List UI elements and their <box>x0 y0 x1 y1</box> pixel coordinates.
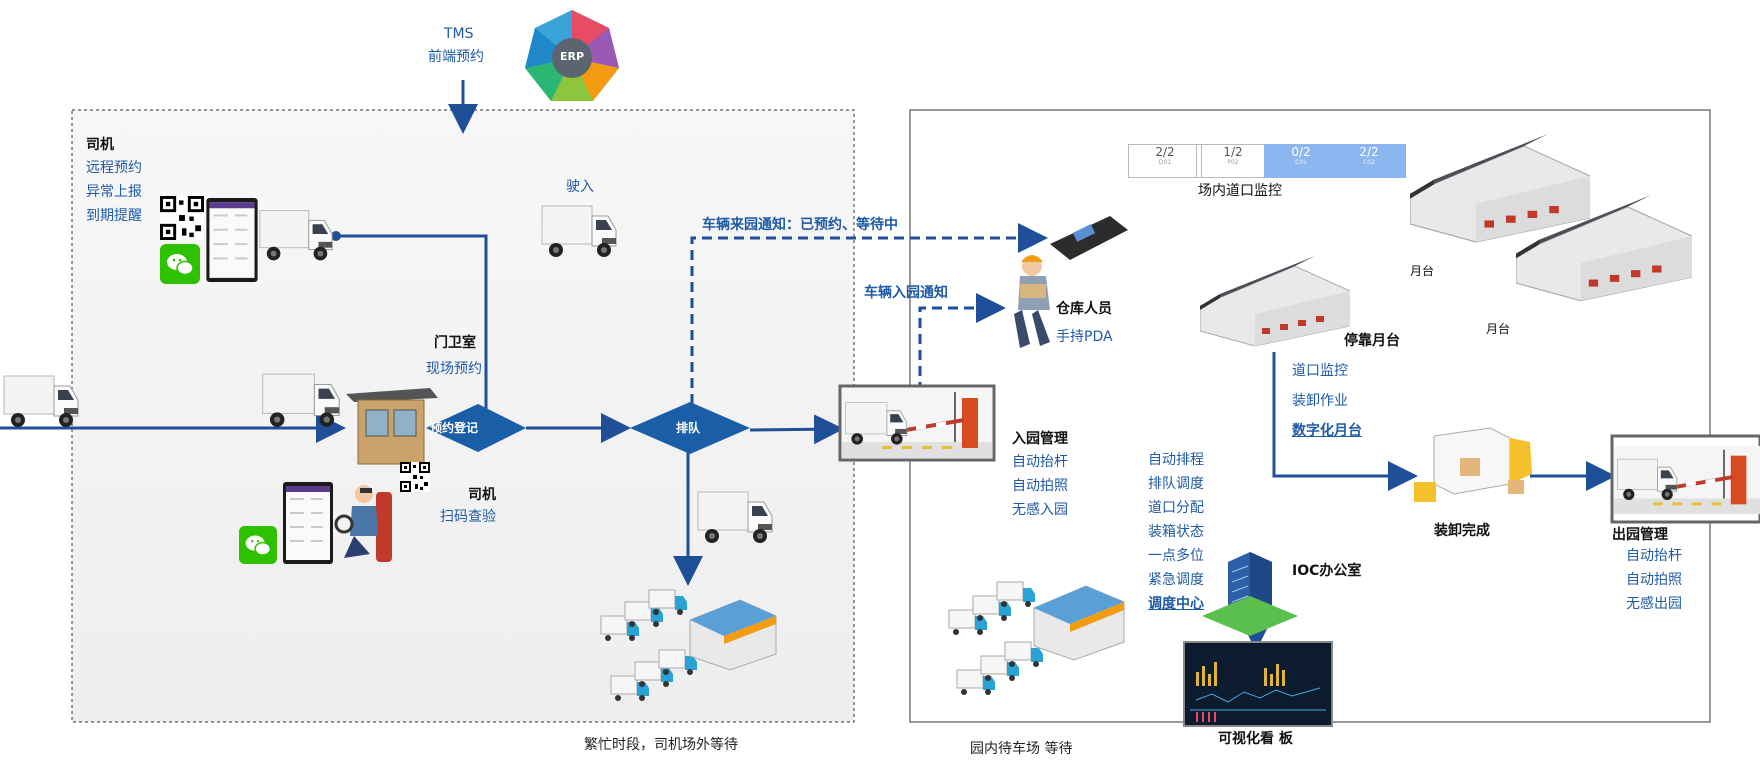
parking-title: 停靠月台 <box>1344 333 1400 349</box>
exit-feature-item: 自动抬杆 <box>1626 548 1682 564</box>
entry-feature-item: 无感入园 <box>1012 502 1068 518</box>
entry-title: 入园管理 <box>1012 431 1068 447</box>
dispatch-features: 自动排程 排队调度 道口分配 装箱状态 一点多位 紧急调度 调度中心 <box>1148 448 1204 616</box>
gate-room-sub: 现场预约 <box>426 361 482 377</box>
exit-feature-item: 自动拍照 <box>1626 572 1682 588</box>
dispatch-item: 道口分配 <box>1148 500 1204 516</box>
driver-feature-item: 到期提醒 <box>86 208 142 224</box>
dispatch-item: 自动排程 <box>1148 452 1204 468</box>
loading-scene <box>1414 427 1532 502</box>
inside-wait-caption: 园内待车场 等待 <box>970 741 1073 757</box>
driver-bottom-sub: 扫码查验 <box>440 509 496 525</box>
dashboard-screen <box>1183 641 1333 727</box>
driver-top-title: 司机 <box>86 137 114 153</box>
arrival-notice-label: 车辆来园通知：已预约、等待中 <box>702 217 898 233</box>
dispatch-center-link[interactable]: 调度中心 <box>1148 596 1204 612</box>
register-diamond-label: 预约登记 <box>430 421 479 435</box>
staff-sub: 手持PDA <box>1056 329 1113 345</box>
warehouse-staff <box>1014 216 1128 348</box>
dispatch-item: 装箱状态 <box>1148 524 1204 540</box>
parking-item: 道口监控 <box>1292 363 1348 379</box>
erp-text: ERP <box>560 50 585 63</box>
prebook-label: 前端预约 <box>428 49 484 65</box>
entry-feature-item: 自动抬杆 <box>1012 454 1068 470</box>
staff-title: 仓库人员 <box>1056 301 1112 317</box>
inside-parking-lot <box>948 581 1125 696</box>
queue-diamond-label: 排队 <box>676 421 701 435</box>
exit-feature-item: 无感出园 <box>1626 596 1682 612</box>
digital-platform-link[interactable]: 数字化月台 <box>1292 423 1362 439</box>
board-label: 可视化看 板 <box>1218 731 1293 747</box>
exit-title: 出园管理 <box>1612 527 1668 543</box>
dock-monitor-label: 场内道口监控 <box>1198 183 1282 199</box>
dispatch-item: 一点多位 <box>1148 548 1204 564</box>
parking-item: 装卸作业 <box>1292 393 1348 409</box>
platform-label: 月台 <box>1410 264 1435 278</box>
enter-label: 驶入 <box>566 179 594 195</box>
outside-parking-lot <box>600 589 777 702</box>
driver-bottom-title: 司机 <box>468 487 496 503</box>
loading-done-label: 装卸完成 <box>1434 523 1490 539</box>
entry-feature-item: 自动拍照 <box>1012 478 1068 494</box>
ioc-label: IOC办公室 <box>1292 563 1362 579</box>
driver-feature-item: 异常上报 <box>86 184 142 200</box>
driver-feature-item: 远程预约 <box>86 160 142 176</box>
queue-diamond-shape <box>630 402 750 454</box>
dispatch-item: 紧急调度 <box>1148 572 1204 588</box>
exit-features: 自动抬杆 自动拍照 无感出园 <box>1626 544 1682 616</box>
tms-label: TMS <box>444 26 474 42</box>
erp-logo <box>525 10 619 101</box>
outside-wait-caption: 繁忙时段，司机场外等待 <box>584 737 738 753</box>
driver-top-features: 远程预约 异常上报 到期提醒 <box>86 156 142 228</box>
platform-label: 月台 <box>1486 322 1511 336</box>
entry-notice-label: 车辆入园通知 <box>864 285 948 301</box>
guard-booth <box>346 388 438 465</box>
dispatch-item: 排队调度 <box>1148 476 1204 492</box>
gate-room-title: 门卫室 <box>434 335 476 351</box>
register-diamond-shape <box>426 404 526 452</box>
entry-features: 自动抬杆 自动拍照 无感入园 <box>1012 450 1068 522</box>
seated-driver <box>334 485 392 562</box>
ioc-building <box>1202 552 1298 636</box>
